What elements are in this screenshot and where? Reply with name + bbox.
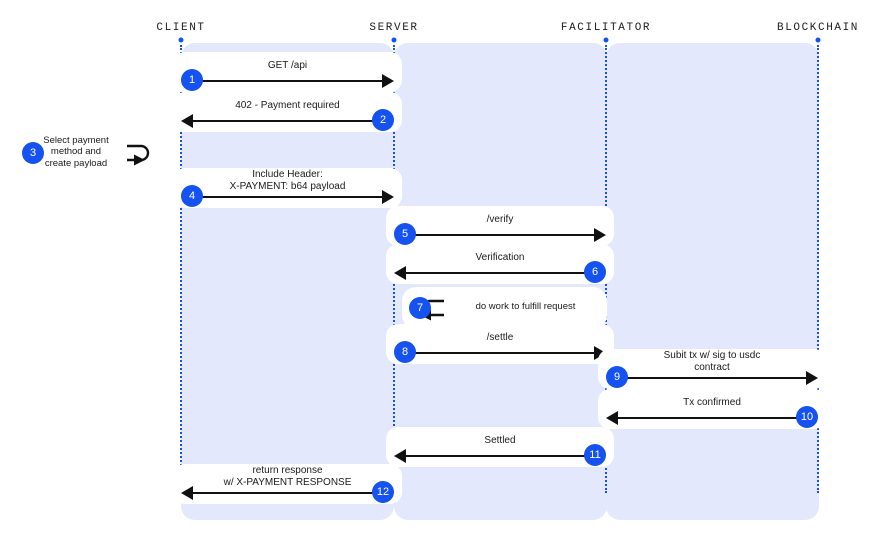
actor-label-blockchain: BLOCKCHAIN: [776, 22, 860, 34]
message-arrow-head: [181, 486, 193, 500]
message-arrow-line: [405, 352, 594, 354]
message-arrow-head: [606, 411, 618, 425]
step-badge-6[interactable]: 6: [584, 261, 606, 283]
step-badge-11[interactable]: 11: [584, 444, 606, 466]
message-arrow-head: [394, 449, 406, 463]
actor-label-facilitator: FACILITATOR: [560, 22, 652, 34]
step-badge-7[interactable]: 7: [409, 297, 431, 319]
step-badge-12[interactable]: 12: [372, 481, 394, 503]
lifeline-dot-server: [391, 37, 397, 43]
actor-label-server: SERVER: [369, 22, 419, 34]
message-arrow-line: [617, 377, 806, 379]
message-pill: [386, 427, 614, 467]
actor-label-client: CLIENT: [156, 22, 206, 34]
message-row-6: Verification: [386, 244, 614, 284]
message-pill: [173, 168, 402, 208]
step-badge-3[interactable]: 3: [22, 142, 44, 164]
step-badge-10[interactable]: 10: [796, 406, 818, 428]
step-badge-9[interactable]: 9: [606, 366, 628, 388]
lifeline-client: [180, 45, 182, 493]
message-arrow-head: [382, 74, 394, 88]
lifeline-dot-client: [178, 37, 184, 43]
self-loop-arrow-icon: [127, 144, 150, 166]
step-badge-4[interactable]: 4: [181, 185, 203, 207]
band-facilitator-blockchain: [606, 43, 819, 520]
message-row-2: 402 - Payment required: [173, 92, 402, 132]
message-arrow-line: [193, 492, 383, 494]
message-row-5: /verify: [386, 206, 614, 246]
message-pill: [173, 92, 402, 132]
message-row-10: Tx confirmed: [598, 389, 826, 429]
self-message-label: do work to fulfill request: [475, 301, 576, 313]
self-message-label: Select payment method and create payload: [43, 134, 109, 169]
message-arrow-head: [394, 266, 406, 280]
message-pill: [598, 389, 826, 429]
step-badge-8[interactable]: 8: [394, 341, 416, 363]
message-row-1: GET /api: [173, 52, 402, 92]
step-badge-5[interactable]: 5: [394, 223, 416, 245]
message-arrow-head: [181, 114, 193, 128]
self-message-pill-7: [402, 287, 607, 329]
message-arrow-line: [193, 120, 383, 122]
message-pill: [386, 324, 614, 364]
lifeline-dot-facilitator: [603, 37, 609, 43]
message-pill: [173, 464, 402, 504]
message-pill: [386, 206, 614, 246]
lifeline-dot-blockchain: [815, 37, 821, 43]
message-arrow-line: [406, 272, 595, 274]
message-arrow-line: [406, 455, 595, 457]
message-row-12: return response w/ X-PAYMENT RESPONSE: [173, 464, 402, 504]
message-arrow-line: [618, 417, 807, 419]
message-row-4: Include Header: X-PAYMENT: b64 payload: [173, 168, 402, 208]
message-arrow-line: [192, 196, 382, 198]
message-row-11: Settled: [386, 427, 614, 467]
message-pill: [386, 244, 614, 284]
message-arrow-head: [806, 371, 818, 385]
message-arrow-head: [594, 228, 606, 242]
step-badge-1[interactable]: 1: [181, 69, 203, 91]
lifeline-blockchain: [817, 45, 819, 493]
message-arrow-head: [382, 190, 394, 204]
message-row-8: /settle: [386, 324, 614, 364]
message-pill: [598, 349, 826, 389]
message-arrow-line: [405, 234, 594, 236]
step-badge-2[interactable]: 2: [372, 109, 394, 131]
message-row-9: Subit tx w/ sig to usdc contract: [598, 349, 826, 389]
message-pill: [173, 52, 402, 92]
message-arrow-line: [192, 80, 382, 82]
